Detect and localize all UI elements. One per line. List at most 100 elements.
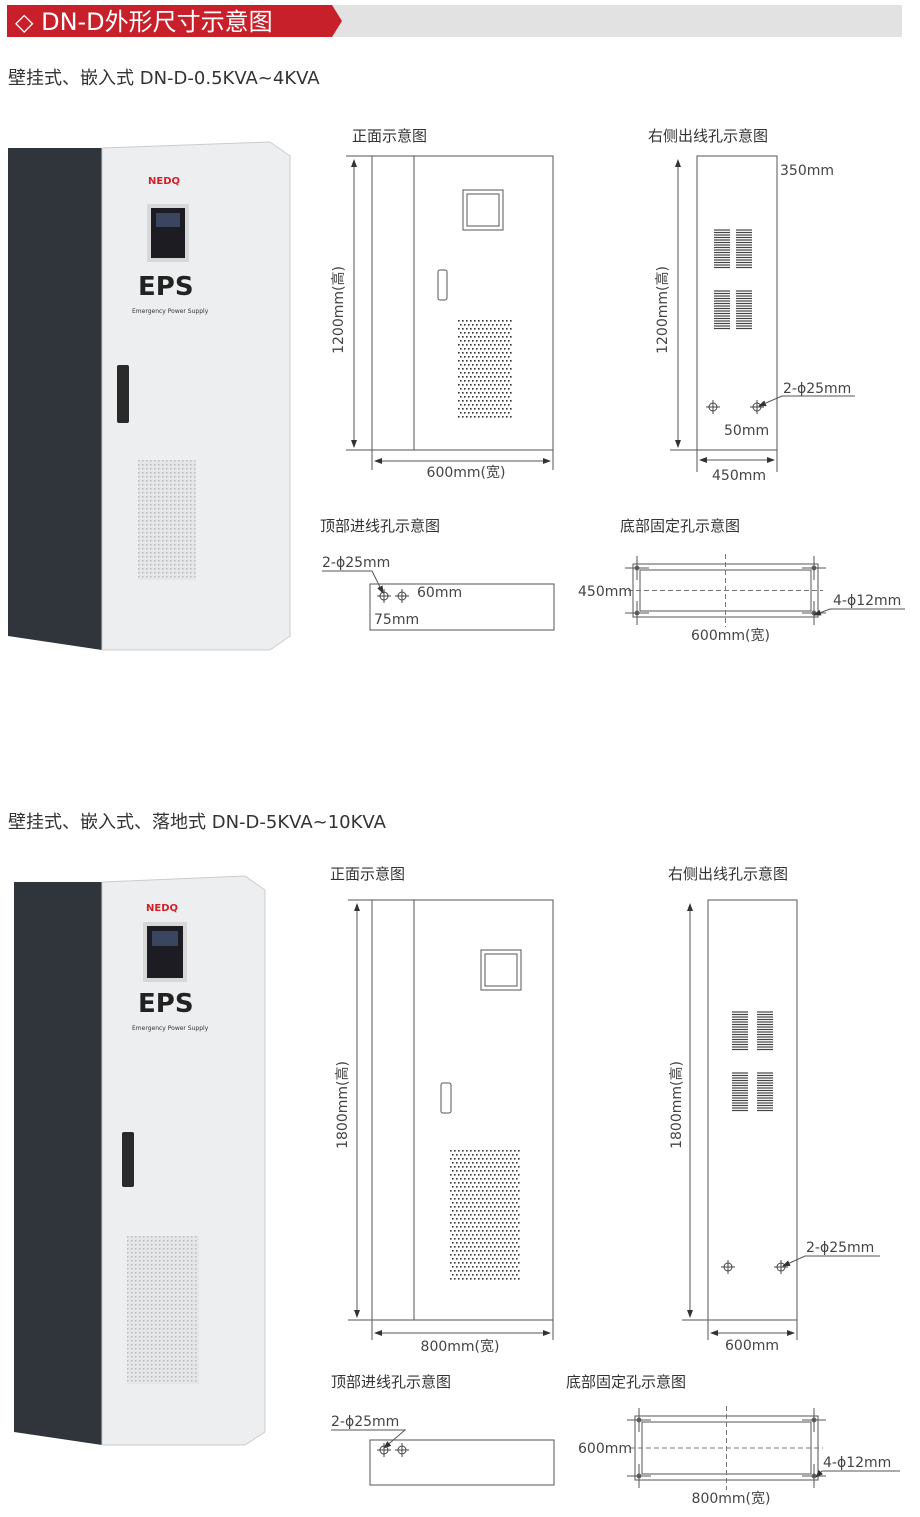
vent-hole [186, 520, 188, 522]
vent-hole [470, 320, 472, 322]
vent-hole [175, 1240, 177, 1242]
vent-hole [476, 1274, 478, 1276]
vent-hole [154, 544, 156, 546]
vent-hole [139, 1300, 141, 1302]
vent-hole [452, 1258, 454, 1260]
vent-hole [190, 544, 192, 546]
vent-hole [142, 512, 144, 514]
vent-hole [179, 1308, 181, 1310]
vent-hole [143, 1336, 145, 1338]
vent-hole [158, 564, 160, 566]
vent-hole [480, 1266, 482, 1268]
vent-hole [478, 1174, 480, 1176]
vent-hole [146, 512, 148, 514]
vent-hole [500, 1258, 502, 1260]
vent-hole [506, 1198, 508, 1200]
vent-hole [182, 572, 184, 574]
vent-hole [143, 1256, 145, 1258]
vent-hole [170, 552, 172, 554]
vent-hole [194, 496, 196, 498]
vent-hole [480, 348, 482, 350]
vent-hole [468, 1274, 470, 1276]
vent-hole [171, 1288, 173, 1290]
vent-hole [155, 1320, 157, 1322]
vent-hole [484, 1274, 486, 1276]
vent-hole [167, 1368, 169, 1370]
vent-hole [183, 1252, 185, 1254]
vent-hole [496, 1178, 498, 1180]
vent-hole [187, 1288, 189, 1290]
vent-hole [167, 1248, 169, 1250]
vent-hole [178, 556, 180, 558]
vent-hole [502, 384, 504, 386]
vent-hole [131, 1292, 133, 1294]
vent-hole [154, 488, 156, 490]
vent-hole [488, 1250, 490, 1252]
vent-hole [458, 1198, 460, 1200]
vent-hole [159, 1324, 161, 1326]
vent-hole [516, 1242, 518, 1244]
vent-hole [504, 372, 506, 374]
vent-hole [154, 564, 156, 566]
vent-hole [183, 1336, 185, 1338]
vent-hole [518, 1278, 520, 1280]
vent-hole [127, 1300, 129, 1302]
vent-hole [514, 1254, 516, 1256]
vent-hole [155, 1336, 157, 1338]
vent-hole [170, 484, 172, 486]
vent-hole [187, 1300, 189, 1302]
vent-hole [506, 360, 508, 362]
vent-hole [468, 1218, 470, 1220]
vent-hole [175, 1236, 177, 1238]
vent-hole [150, 484, 152, 486]
vent-hole [127, 1356, 129, 1358]
vent-hole [496, 324, 498, 326]
vent-hole [135, 1268, 137, 1270]
vent-hole [462, 1206, 464, 1208]
vent-hole [466, 1270, 468, 1272]
vent-hole [195, 1380, 197, 1382]
vent-hole [504, 412, 506, 414]
vent-hole [162, 488, 164, 490]
vent-hole [167, 1316, 169, 1318]
vent-hole [482, 1278, 484, 1280]
vent-hole [142, 544, 144, 546]
vent-hole [470, 376, 472, 378]
vent-hole [494, 1198, 496, 1200]
vent-hole [138, 524, 140, 526]
vent-hole [496, 372, 498, 374]
vent-hole [496, 1202, 498, 1204]
vent-hole [151, 1296, 153, 1298]
vent-hole [171, 1376, 173, 1378]
vent-hole [187, 1328, 189, 1330]
vent-hole [138, 504, 140, 506]
vent-hole [470, 1270, 472, 1272]
vent-hole [502, 1174, 504, 1176]
vent-hole [139, 1240, 141, 1242]
vent-hole [484, 1162, 486, 1164]
vent-hole [450, 1206, 452, 1208]
vent-hole [492, 1210, 494, 1212]
vent-hole [139, 1360, 141, 1362]
width-label: 600mm(宽) [691, 627, 770, 644]
vent-hole [182, 500, 184, 502]
vent-hole [468, 380, 470, 382]
vent-hole [183, 1364, 185, 1366]
vent-hole [182, 512, 184, 514]
cable-hole-icon [395, 1443, 409, 1457]
vent-hole [179, 1344, 181, 1346]
vent-hole [163, 1256, 165, 1258]
vent-hole [490, 392, 492, 394]
hole-leader [331, 1429, 407, 1449]
vent-hole [166, 544, 168, 546]
vent-hole [500, 348, 502, 350]
vent-hole [195, 1236, 197, 1238]
vent-hole [470, 408, 472, 410]
vent-hole [504, 1234, 506, 1236]
vent-hole [470, 1246, 472, 1248]
vent-hole [500, 372, 502, 374]
vent-grille [127, 1236, 199, 1384]
vent-hole [490, 400, 492, 402]
vent-hole [162, 504, 164, 506]
vent-hole [454, 1174, 456, 1176]
